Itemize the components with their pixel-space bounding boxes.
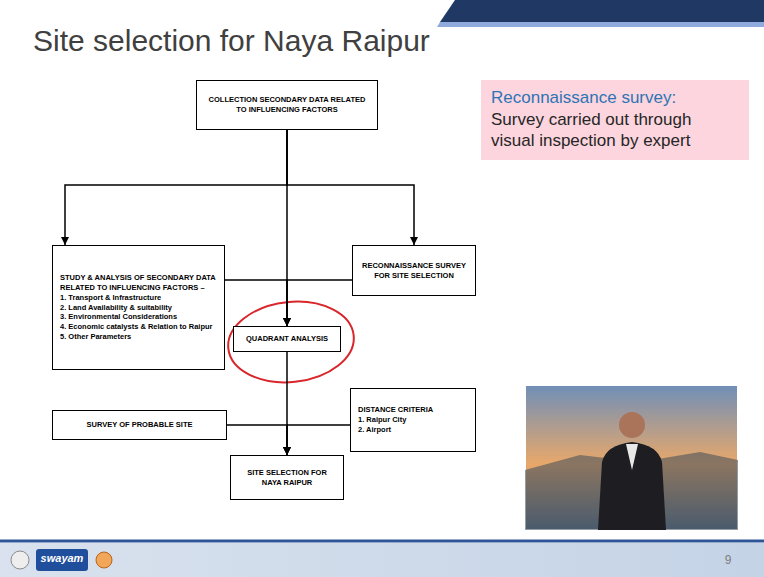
footer-band [0, 543, 764, 577]
list-item: 2. Land Availability & suitability [60, 303, 217, 313]
flow-connector [287, 280, 352, 326]
process-box: STUDY & ANALYSIS OF SECONDARY DATA RELAT… [52, 245, 225, 370]
process-box: QUADRANT ANALYSIS [233, 326, 341, 352]
video-frame [525, 385, 738, 530]
highlight-circle [224, 296, 358, 389]
logo-badge [36, 549, 88, 571]
process-box: SURVEY OF PROBABLE SITE [52, 410, 227, 440]
box-text: SURVEY OF PROBABLE SITE [59, 420, 220, 430]
flow-connector [227, 425, 287, 455]
presenter-shirt [626, 444, 638, 470]
footer-line [0, 540, 764, 543]
presenter-video [525, 385, 738, 530]
box-text: QUADRANT ANALYSIS [239, 334, 335, 344]
box-text: RECONNAISSANCE SURVEY FOR SITE SELECTION [359, 261, 469, 281]
flow-connector [287, 130, 414, 245]
list-item: 1. Raipur City [358, 415, 468, 425]
box-text: SITE SELECTION FOR NAYA RAIPUR [237, 468, 337, 488]
list-item: 3. Environmental Considerations [60, 312, 217, 322]
callout-body: Survey carried out through visual inspec… [491, 110, 739, 151]
logo-emblem [96, 552, 112, 568]
logo-text: swayam [37, 552, 87, 564]
box-text: DISTANCE CRITERIA [358, 405, 468, 415]
list-item: 2. Airport [358, 425, 468, 435]
presenter-body [598, 442, 666, 530]
list-item: 4. Economic catalysts & Relation to Raip… [60, 322, 217, 332]
callout-box: Reconnaissance survey:Survey carried out… [481, 80, 749, 160]
presenter-head [619, 412, 645, 438]
slide-title: Site selection for Naya Raipur [33, 24, 430, 58]
logo-emblem [11, 551, 29, 569]
callout-heading: Reconnaissance survey: [491, 88, 739, 108]
box-text: COLLECTION SECONDARY DATA RELATED TO INF… [203, 95, 371, 115]
flow-connector [287, 425, 350, 455]
result-box: SITE SELECTION FOR NAYA RAIPUR [230, 455, 344, 500]
header-stripe [437, 22, 764, 27]
flow-connector [225, 280, 287, 326]
process-box: RECONNAISSANCE SURVEY FOR SITE SELECTION [352, 245, 476, 296]
flow-connector [65, 130, 287, 245]
header-band [440, 0, 764, 22]
list-item: 1. Transport & Infrastructure [60, 293, 217, 303]
page-number: 9 [716, 553, 740, 567]
box-text: STUDY & ANALYSIS OF SECONDARY DATA RELAT… [60, 273, 217, 293]
criteria-box: DISTANCE CRITERIA1. Raipur City2. Airpor… [350, 388, 476, 452]
process-box: COLLECTION SECONDARY DATA RELATED TO INF… [196, 80, 378, 130]
list-item: 5. Other Parameters [60, 332, 217, 342]
